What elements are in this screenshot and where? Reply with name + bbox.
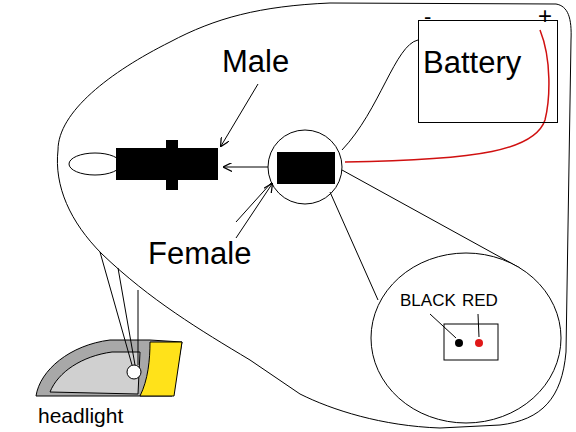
zoom-outline [370,252,562,424]
part-label: headlight [38,405,123,426]
headlight-inner [50,352,140,394]
connector-face [444,324,498,360]
engine-bay-outline [57,3,571,428]
bulb [69,153,121,175]
female-connector [277,152,335,184]
pin-pointer [430,314,456,338]
black-wire [342,40,418,150]
headlight-leader [138,290,139,365]
black-pin [455,339,463,347]
part-label: Male [222,46,289,77]
male-connector-flange [166,140,178,190]
headlight-leader [100,252,132,365]
wire-color-label: RED [462,292,498,309]
headlight-bulb [127,365,141,379]
battery-box: Battery [418,20,558,123]
headlight-housing [36,340,182,396]
box-title: Battery [423,47,521,78]
terminal-sign: + [538,4,552,28]
red-pin [475,339,483,347]
zoom-outline [371,253,561,423]
pin-pointer [478,314,479,337]
zoom-leader [342,170,520,268]
female-pointer [236,184,272,238]
wire-color-label: BLACK [400,292,456,309]
headlight-lens [140,342,182,396]
mate-arrow [224,167,268,168]
zoom-circle: BLACK RED [370,252,562,424]
red-wire [345,30,549,162]
male-pointer [221,84,258,146]
headlight-leader [118,268,135,365]
part-label: Female [148,238,251,269]
terminal-sign: - [424,6,431,28]
female-pointer [236,182,272,222]
zoom-leader [330,192,378,300]
